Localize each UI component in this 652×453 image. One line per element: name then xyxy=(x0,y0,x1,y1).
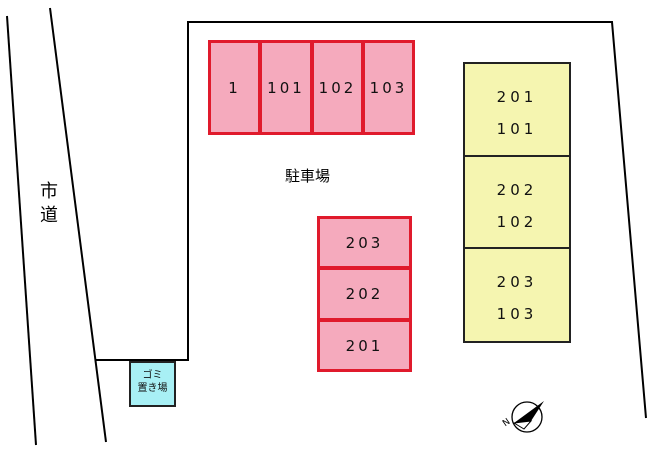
unit-upper-label: 201 xyxy=(496,88,538,106)
building-unit-202-102: 202 102 xyxy=(463,155,571,249)
unit-upper-label: 203 xyxy=(496,273,538,291)
garbage-label-line1: ゴミ xyxy=(142,370,163,381)
road-label: 市道 xyxy=(40,181,58,226)
unit-lower-label: 101 xyxy=(496,120,538,138)
property-boundary xyxy=(96,21,647,419)
parking-spot-203: 203 xyxy=(317,216,412,269)
unit-upper-label: 202 xyxy=(496,181,538,199)
parking-lot-label: 駐車場 xyxy=(285,167,331,185)
parking-spot-1: 1 xyxy=(208,40,261,135)
compass-letter: N xyxy=(501,417,512,429)
parking-spot-202: 202 xyxy=(317,267,412,321)
building-unit-203-103: 203 103 xyxy=(463,247,571,343)
unit-lower-label: 102 xyxy=(496,213,538,231)
unit-lower-label: 103 xyxy=(496,305,538,323)
parking-spot-201: 201 xyxy=(317,319,412,372)
garbage-station: ゴミ 置き場 xyxy=(129,361,176,407)
parking-spot-101: 101 xyxy=(259,40,313,135)
road-edge-left xyxy=(6,15,37,446)
north-arrow-icon xyxy=(511,401,544,433)
parking-spot-103: 103 xyxy=(362,40,415,135)
garbage-label-line2: 置き場 xyxy=(137,383,168,394)
building-unit-201-101: 201 101 xyxy=(463,62,571,157)
parking-spot-102: 102 xyxy=(311,40,364,135)
road-edge-right xyxy=(49,7,107,443)
